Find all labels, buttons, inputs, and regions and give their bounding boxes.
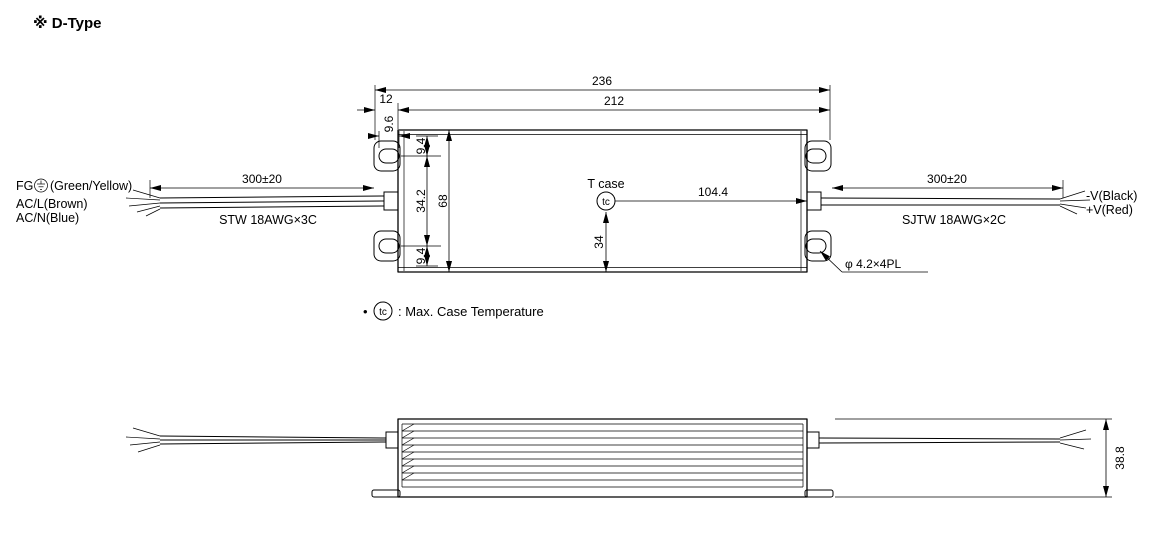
output-cable-label: SJTW 18AWG×2C bbox=[902, 213, 1006, 227]
ground-symbol-icon bbox=[34, 178, 48, 193]
note-tc-text: tc bbox=[379, 307, 387, 318]
side-gland-left bbox=[385, 431, 399, 449]
dim-lead-right: 300±20 bbox=[832, 172, 1063, 191]
output-wires bbox=[820, 190, 1091, 215]
tc-note: • tc : Max. Case Temperature bbox=[363, 301, 544, 321]
cable-gland-left bbox=[383, 191, 399, 211]
tc-symbol-text: tc bbox=[602, 197, 610, 208]
output-wire-labels: -V(Black) +V(Red) SJTW 18AWG×2C bbox=[902, 189, 1137, 227]
side-gland-right bbox=[806, 431, 820, 449]
mounting-bracket-right bbox=[804, 140, 832, 262]
top-view: 236 212 12 9.6 9.4 34.2 bbox=[16, 74, 1137, 273]
input-wire-labels: FG (Green/Yellow) AC/L(Brown) AC/N(Blue)… bbox=[16, 178, 317, 227]
mounting-foot-left bbox=[371, 489, 401, 498]
mounting-slot bbox=[805, 238, 827, 254]
input-cable-label: STW 18AWG×3C bbox=[219, 213, 317, 227]
tc-marker: T case tc bbox=[587, 177, 625, 211]
dim-overall-length: 236 bbox=[375, 74, 830, 93]
mounting-bracket-left bbox=[373, 140, 401, 262]
side-input-wires bbox=[125, 427, 387, 453]
page-title: ※ D-Type bbox=[33, 14, 101, 32]
wire-acl-label: AC/L(Brown) bbox=[16, 197, 88, 211]
note-tc-circle-icon bbox=[373, 301, 393, 321]
input-wires bbox=[125, 189, 385, 217]
cable-gland-right bbox=[806, 191, 822, 211]
side-output-wires bbox=[818, 429, 1092, 450]
dim-slot-length-label: 9.6 bbox=[382, 115, 396, 132]
wire-vpos-label: +V(Red) bbox=[1086, 203, 1133, 217]
dim-slot-bottom-label: 9.4 bbox=[414, 247, 428, 264]
hole-callout: φ 4.2×4PL bbox=[819, 250, 928, 273]
dim-slot-length: 9.6 bbox=[368, 115, 410, 139]
note-bullet: • bbox=[363, 304, 368, 319]
dim-tc-vertical-label: 34 bbox=[592, 235, 606, 249]
dim-slot-spacing-label: 34.2 bbox=[414, 189, 428, 213]
side-height-label: 38.8 bbox=[1113, 446, 1127, 470]
dim-case-width: 68 bbox=[436, 130, 452, 272]
mounting-slot bbox=[378, 148, 400, 164]
mounting-slot bbox=[378, 238, 400, 254]
mounting-slot bbox=[805, 148, 827, 164]
note-text: : Max. Case Temperature bbox=[398, 304, 544, 319]
hole-callout-label: φ 4.2×4PL bbox=[845, 257, 901, 271]
dim-end-offset: 12 bbox=[357, 92, 393, 113]
dim-lead-right-label: 300±20 bbox=[927, 172, 967, 186]
mounting-foot-right bbox=[804, 489, 834, 498]
dim-tc-horizontal: 104.4 bbox=[615, 185, 807, 204]
dim-overall-label: 236 bbox=[592, 74, 612, 88]
dim-tc-vertical: 34 bbox=[592, 212, 609, 272]
dim-slot-chain: 9.4 34.2 9.4 bbox=[401, 135, 441, 267]
dim-end-label: 12 bbox=[379, 92, 393, 106]
case-body-side bbox=[397, 418, 808, 498]
side-view: 38.8 bbox=[125, 418, 1127, 498]
wire-fg-label: FG bbox=[16, 179, 33, 193]
dim-tc-horizontal-label: 104.4 bbox=[698, 185, 728, 199]
wire-acn-label: AC/N(Blue) bbox=[16, 211, 79, 225]
wire-vneg-label: -V(Black) bbox=[1086, 189, 1137, 203]
case-side-outline bbox=[397, 418, 808, 498]
tcase-label: T case bbox=[587, 177, 624, 191]
fin-chamfer-hatch bbox=[401, 423, 415, 481]
dim-body-label: 212 bbox=[604, 94, 624, 108]
dim-slot-top-label: 9.4 bbox=[414, 137, 428, 154]
dim-lead-left: 300±20 bbox=[150, 172, 374, 191]
wire-fray-left bbox=[125, 189, 161, 217]
dim-case-width-label: 68 bbox=[436, 194, 450, 208]
extension-lines bbox=[149, 85, 1064, 198]
wire-fg-suffix-label: (Green/Yellow) bbox=[50, 179, 132, 193]
wire-fray-right bbox=[1059, 190, 1091, 215]
dim-body-length: 212 bbox=[398, 94, 830, 113]
dim-lead-left-label: 300±20 bbox=[242, 172, 282, 186]
dim-case-height: 38.8 bbox=[835, 418, 1127, 498]
